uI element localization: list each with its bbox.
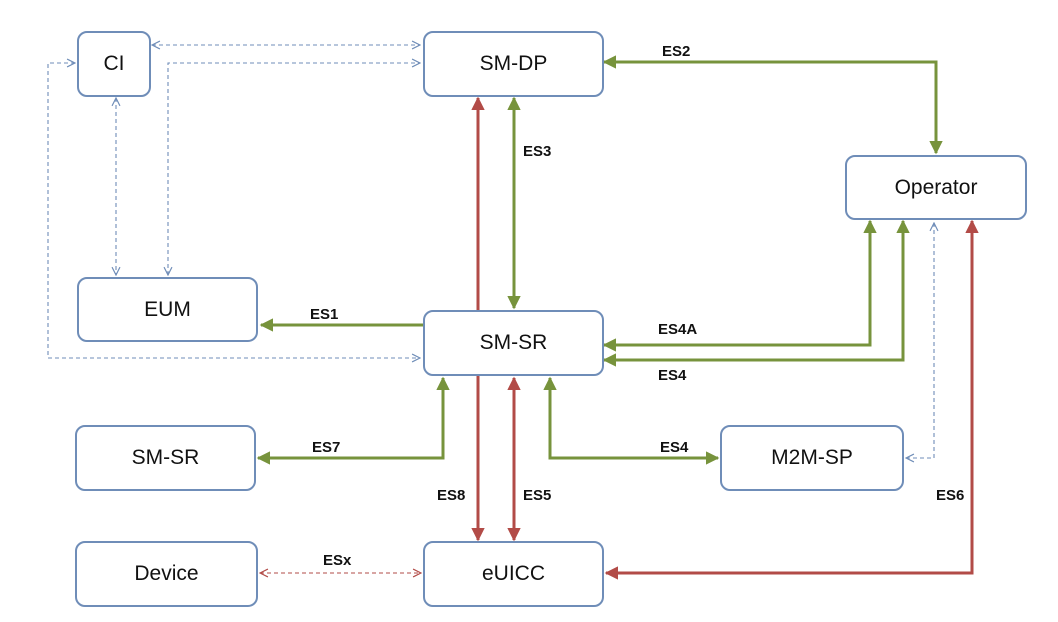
operator-node[interactable]: Operator xyxy=(845,155,1027,220)
sm-dp-node[interactable]: SM-DP xyxy=(423,31,604,97)
sm-sr-secondary-node[interactable]: SM-SR xyxy=(75,425,256,491)
es4a-label: ES4A xyxy=(658,321,697,338)
es7-label: ES7 xyxy=(312,439,340,456)
ci-node[interactable]: CI xyxy=(77,31,151,97)
es4-m2m-label: ES4 xyxy=(660,439,689,456)
device-node[interactable]: Device xyxy=(75,541,258,607)
euicc-node-label: eUICC xyxy=(481,562,545,585)
operator-node-label: Operator xyxy=(894,175,978,199)
es2-connector xyxy=(602,55,943,155)
m2m-sp-node-label: M2M-SP xyxy=(771,446,853,469)
eum-sm-dp-dashed-connector xyxy=(168,63,420,275)
device-node-label: Device xyxy=(134,562,199,585)
es5-label: ES5 xyxy=(523,487,551,504)
sm-sr-node[interactable]: SM-SR xyxy=(423,310,604,376)
es6-connector xyxy=(604,219,979,580)
es7-connector xyxy=(256,376,450,465)
euicc-node[interactable]: eUICC xyxy=(423,541,604,607)
es3-label: ES3 xyxy=(523,143,551,160)
m2m-sp-operator-dashed-connector xyxy=(906,223,934,458)
m2m-sp-node[interactable]: M2M-SP xyxy=(720,425,904,491)
es4-operator-label: ES4 xyxy=(658,367,687,384)
es4-operator-connector xyxy=(602,219,910,367)
es4-m2m-connector xyxy=(543,376,720,465)
eum-node[interactable]: EUM xyxy=(77,277,258,342)
ci-sm-sr-dashed-connector xyxy=(47,63,420,358)
sm-sr-node-label: SM-SR xyxy=(479,331,548,354)
sm-dp-node-label: SM-DP xyxy=(479,52,548,75)
eum-node-label: EUM xyxy=(144,297,191,321)
ci-node-label: CI xyxy=(103,52,125,75)
es8-label: ES8 xyxy=(437,487,465,504)
es1-label: ES1 xyxy=(310,306,338,323)
es4a-connector xyxy=(602,219,877,352)
es2-label: ES2 xyxy=(662,43,690,60)
sm-sr-secondary-node-label: SM-SR xyxy=(131,446,200,469)
esx-label: ESx xyxy=(323,552,352,569)
es6-label: ES6 xyxy=(936,487,964,504)
